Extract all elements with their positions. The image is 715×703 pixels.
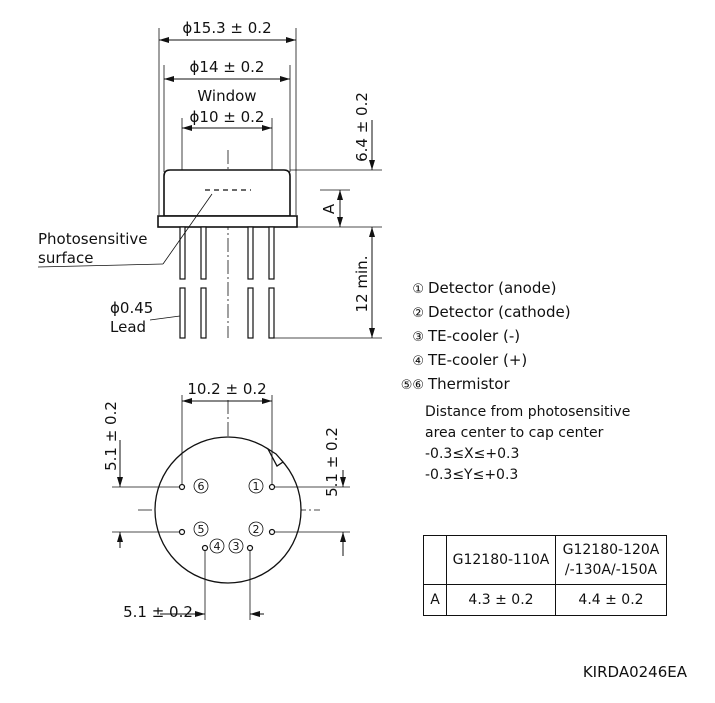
pin-4-label: 4 — [214, 540, 221, 553]
lead-diameter-label: ϕ0.45 — [110, 299, 153, 317]
legend-text: TE-cooler (-) — [428, 327, 521, 345]
table-row-label: A — [423, 584, 447, 616]
table-header-cell: G12180-120A /-130A/-150A — [555, 535, 667, 585]
base-flange — [157, 215, 298, 228]
outer-diameter-dim: ϕ15.3 ± 0.2 — [182, 19, 271, 37]
photosensitive-label-line1: Photosensitive — [38, 230, 147, 248]
pin-labels: 1 2 3 4 5 6 — [193, 478, 264, 554]
right-vertical-pitch-dim: 5.1 ± 0.2 — [323, 427, 341, 497]
package-bottom-circle — [154, 436, 302, 584]
distance-note-line: Distance from photosensitive — [425, 404, 631, 420]
left-vertical-pitch-dim: 5.1 ± 0.2 — [102, 401, 120, 471]
legend-text: Thermistor — [428, 375, 510, 393]
table-cell: 4.4 ± 0.2 — [555, 584, 667, 616]
table-header-line: G12180-120A — [562, 542, 660, 558]
table-corner-cell — [423, 535, 447, 585]
drawing-code: KIRDA0246EA — [582, 663, 687, 681]
height-a-dim: A — [320, 203, 338, 214]
pin-6-label: 6 — [198, 480, 205, 493]
leads — [179, 226, 275, 339]
window-diameter-dim: ϕ10 ± 0.2 — [190, 108, 265, 126]
legend-row: ① Detector (anode) — [396, 277, 571, 301]
legend-row: ② Detector (cathode) — [396, 301, 571, 325]
legend-num: ④ — [412, 354, 424, 369]
table-header-cell: G12180-110A — [446, 535, 556, 585]
legend-num: ⑤⑥ — [400, 378, 424, 393]
pin-2-label: 2 — [253, 523, 260, 536]
pin-3-label: 3 — [233, 540, 240, 553]
cap-diameter-dim: ϕ14 ± 0.2 — [190, 58, 265, 76]
distance-note: Distance from photosensitive area center… — [425, 402, 630, 486]
distance-note-y-tolerance: -0.3≤Y≤+0.3 — [425, 467, 519, 483]
pin-5-label: 5 — [198, 523, 205, 536]
pin-1-label: 1 — [253, 480, 260, 493]
legend-num: ③ — [412, 330, 424, 345]
distance-note-line: area center to cap center — [425, 425, 604, 441]
legend-text: Detector (cathode) — [428, 303, 571, 321]
lead-label: Lead — [110, 318, 146, 336]
table-row: A 4.3 ± 0.2 4.4 ± 0.2 — [423, 584, 667, 616]
total-height-dim: 6.4 ± 0.2 — [353, 92, 371, 162]
distance-note-x-tolerance: -0.3≤X≤+0.3 — [425, 446, 520, 462]
legend-text: Detector (anode) — [428, 279, 557, 297]
table-cell: 4.3 ± 0.2 — [446, 584, 556, 616]
horizontal-pitch-dim: 10.2 ± 0.2 — [187, 380, 266, 398]
window-label: Window — [197, 87, 256, 105]
legend-row: ⑤⑥ Thermistor — [396, 373, 571, 397]
cap-body — [163, 169, 291, 217]
lead-length-dim: 12 min. — [353, 256, 371, 313]
side-view: ϕ15.3 ± 0.2 ϕ14 ± 0.2 Window ϕ10 ± 0.2 — [37, 19, 382, 339]
bottom-view: 10.2 ± 0.2 5.1 ± 0.2 5.1 ± 0.2 5.1 ± 0.2… — [102, 380, 350, 621]
table-header-row: G12180-110A G12180-120A /-130A/-150A — [423, 535, 667, 585]
legend-num: ① — [412, 282, 424, 297]
photosensitive-label-line2: surface — [38, 249, 93, 267]
legend-text: TE-cooler (+) — [428, 351, 528, 369]
table-header-line: /-130A/-150A — [564, 562, 658, 578]
legend-num: ② — [412, 306, 424, 321]
bottom-pitch-dim: 5.1 ± 0.2 — [123, 603, 193, 621]
dimension-a-table: G12180-110A G12180-120A /-130A/-150A A 4… — [423, 535, 667, 616]
legend-row: ④ TE-cooler (+) — [396, 349, 571, 373]
legend-row: ③ TE-cooler (-) — [396, 325, 571, 349]
pins — [178, 483, 276, 552]
